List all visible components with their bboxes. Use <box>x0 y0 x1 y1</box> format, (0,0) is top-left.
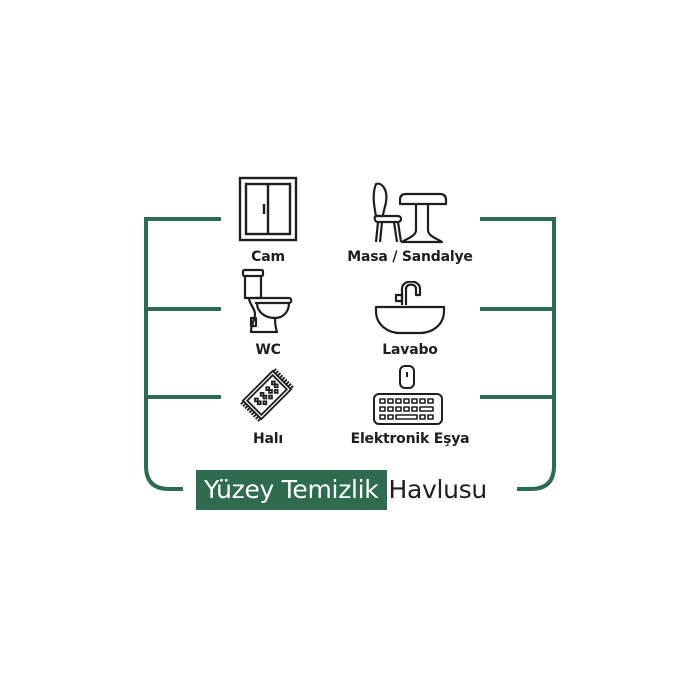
item-label-lavabo: Lavabo <box>382 342 438 358</box>
item-label-wc: WC <box>255 342 281 358</box>
left-bracket <box>144 217 221 491</box>
item-label-elektronik-esya: Elektronik Eşya <box>350 431 470 447</box>
title-rest: Havlusu <box>388 475 488 504</box>
item-label-masa-sandalye: Masa / Sandalye <box>347 249 473 265</box>
keyboard-mouse-icon <box>373 365 443 425</box>
title-highlight: Yüzey Temizlik <box>196 470 387 510</box>
item-label-hali: Halı <box>253 431 283 447</box>
window-icon <box>238 176 298 242</box>
sink-icon <box>374 281 446 335</box>
product-title: Yüzey Temizlik Havlusu <box>196 470 487 510</box>
rug-icon <box>240 368 294 422</box>
item-label-cam: Cam <box>251 249 285 265</box>
toilet-icon <box>241 268 293 334</box>
right-bracket <box>480 217 556 491</box>
table-chair-icon <box>372 182 448 244</box>
